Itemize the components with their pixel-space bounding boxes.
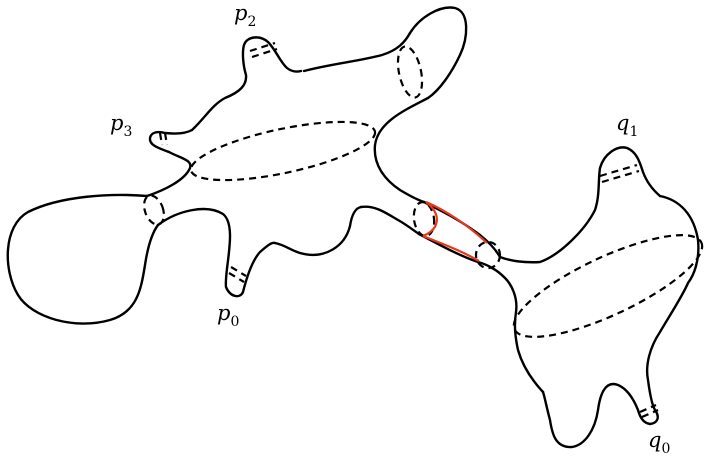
left-bulb-outline xyxy=(6,193,160,325)
upper-edge-mid xyxy=(302,31,412,73)
bottom-edge-left xyxy=(156,207,277,298)
right-upper-edge xyxy=(498,146,662,264)
neck-cuff-right xyxy=(474,240,502,270)
neck-cuff-left xyxy=(412,201,436,237)
left-surface xyxy=(6,6,502,325)
cut-circles xyxy=(143,41,704,419)
q0-cuff xyxy=(639,403,659,419)
upper-edge-left xyxy=(190,36,303,132)
q1-cuff xyxy=(599,163,640,184)
right-ellipse xyxy=(512,234,704,338)
labels: p2 p3 p0 q1 q0 xyxy=(110,1,670,457)
bottom-edge-mid xyxy=(273,205,363,256)
top-lobe xyxy=(408,6,468,100)
label-p3: p3 xyxy=(110,111,132,140)
top-lobe-cuff xyxy=(396,45,424,99)
p3-finger xyxy=(148,128,194,154)
left-neck-cuff xyxy=(143,194,165,226)
right-bottom-edge xyxy=(490,266,545,394)
p2-cuff xyxy=(249,41,278,59)
label-q0: q0 xyxy=(648,428,670,457)
right-surface xyxy=(417,146,700,449)
highlighted-neck xyxy=(422,200,488,262)
p3-cuff xyxy=(158,132,169,146)
neck-upper-edge xyxy=(422,200,502,259)
neck-lower-edge xyxy=(417,232,494,270)
label-p0: p0 xyxy=(217,301,239,330)
highlight-upper-curve xyxy=(425,200,488,244)
inner-curve xyxy=(373,96,430,204)
left-neck-upper xyxy=(145,150,192,198)
label-p2: p2 xyxy=(234,1,256,30)
right-side-edge xyxy=(541,194,700,449)
bottom-edge-right xyxy=(359,205,421,236)
p0-cuff xyxy=(228,266,247,283)
label-q1: q1 xyxy=(616,111,638,140)
highlight-lower-curve xyxy=(422,234,480,262)
central-ellipse xyxy=(189,120,377,182)
highlight-arc xyxy=(422,201,438,238)
